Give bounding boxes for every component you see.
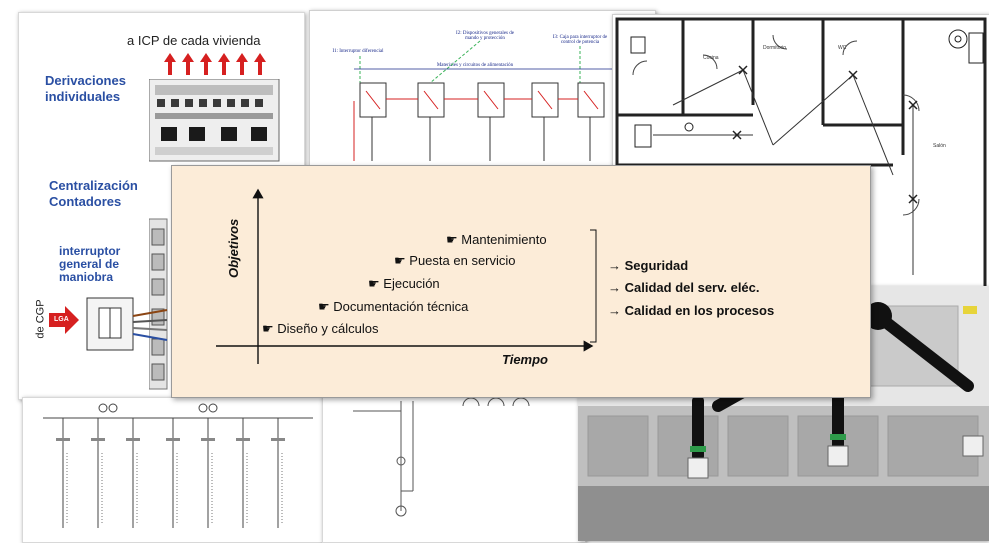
phase-mantenimiento: ☛ Mantenimiento — [446, 232, 547, 247]
pointing-hand-icon: ☛ — [368, 276, 380, 291]
phase-ejecucion: ☛ Ejecución — [368, 276, 440, 291]
schematic-caption: Materiales y circuitos de alimentación — [436, 63, 514, 68]
icp-label: a ICP de cada vivienda — [127, 33, 261, 48]
red-arrows-icon — [164, 53, 266, 75]
single-line-diagram-drawing — [43, 403, 313, 528]
wiring-drawing-panel — [322, 380, 586, 543]
schematic-header-2: I2: Dispositivos generales de mando y pr… — [456, 31, 514, 41]
phase-diseno: ☛ Diseño y cálculos — [262, 321, 379, 336]
meter-cabinet-illustration — [149, 79, 280, 390]
phase-puesta-en-servicio: ☛ Puesta en servicio — [394, 253, 516, 268]
room-salon: Salón — [933, 143, 946, 149]
pointing-hand-icon: ☛ — [394, 253, 406, 268]
pointing-hand-icon: ☛ — [318, 299, 330, 314]
arrow-right-icon: → — [608, 258, 621, 273]
interruptor-label: interruptor general de maniobra — [59, 244, 121, 284]
schematic-drawing — [353, 40, 640, 161]
lga-label: LGA — [54, 316, 69, 323]
single-line-diagram-panel — [22, 397, 329, 543]
phase-documentacion: ☛ Documentación técnica — [318, 299, 469, 314]
room-cocina: Cocina — [703, 55, 719, 61]
outcome-seguridad: → Seguridad — [608, 258, 689, 273]
phases-bracket — [590, 229, 597, 343]
arrow-right-icon: → — [608, 303, 621, 318]
outcome-calidad-procesos: → Calidad en los procesos — [608, 303, 775, 318]
schematic-header-1: I1: Interruptor diferencial — [332, 49, 384, 54]
schematic-panel: I1: Interruptor diferencial I2: Disposit… — [309, 10, 656, 177]
outcome-calidad-servicio: → Calidad del serv. eléc. — [608, 280, 760, 295]
x-axis-label: Tiempo — [502, 352, 548, 367]
room-dormitorio: Dormitorio — [763, 45, 787, 51]
cgp-label: de CGP — [34, 299, 47, 339]
diagram-axes — [216, 188, 597, 364]
derivaciones-label: Derivaciones individuales — [45, 73, 126, 104]
room-wc: WC — [838, 45, 847, 51]
main-switch-illustration — [49, 297, 168, 351]
objectives-time-diagram: Objetivos Tiempo ☛ Diseño y cálculos ☛ D… — [171, 165, 871, 398]
y-axis-label: Objetivos — [226, 218, 241, 278]
schematic-header-3: I3: Caja para interruptor de control de … — [552, 35, 608, 45]
pointing-hand-icon: ☛ — [446, 232, 458, 247]
kitchen-photo — [578, 286, 989, 541]
arrow-right-icon: → — [608, 280, 621, 295]
wiring-drawing — [353, 397, 530, 517]
centralizacion-label: Centralización Contadores — [49, 178, 138, 209]
pointing-hand-icon: ☛ — [262, 321, 274, 336]
